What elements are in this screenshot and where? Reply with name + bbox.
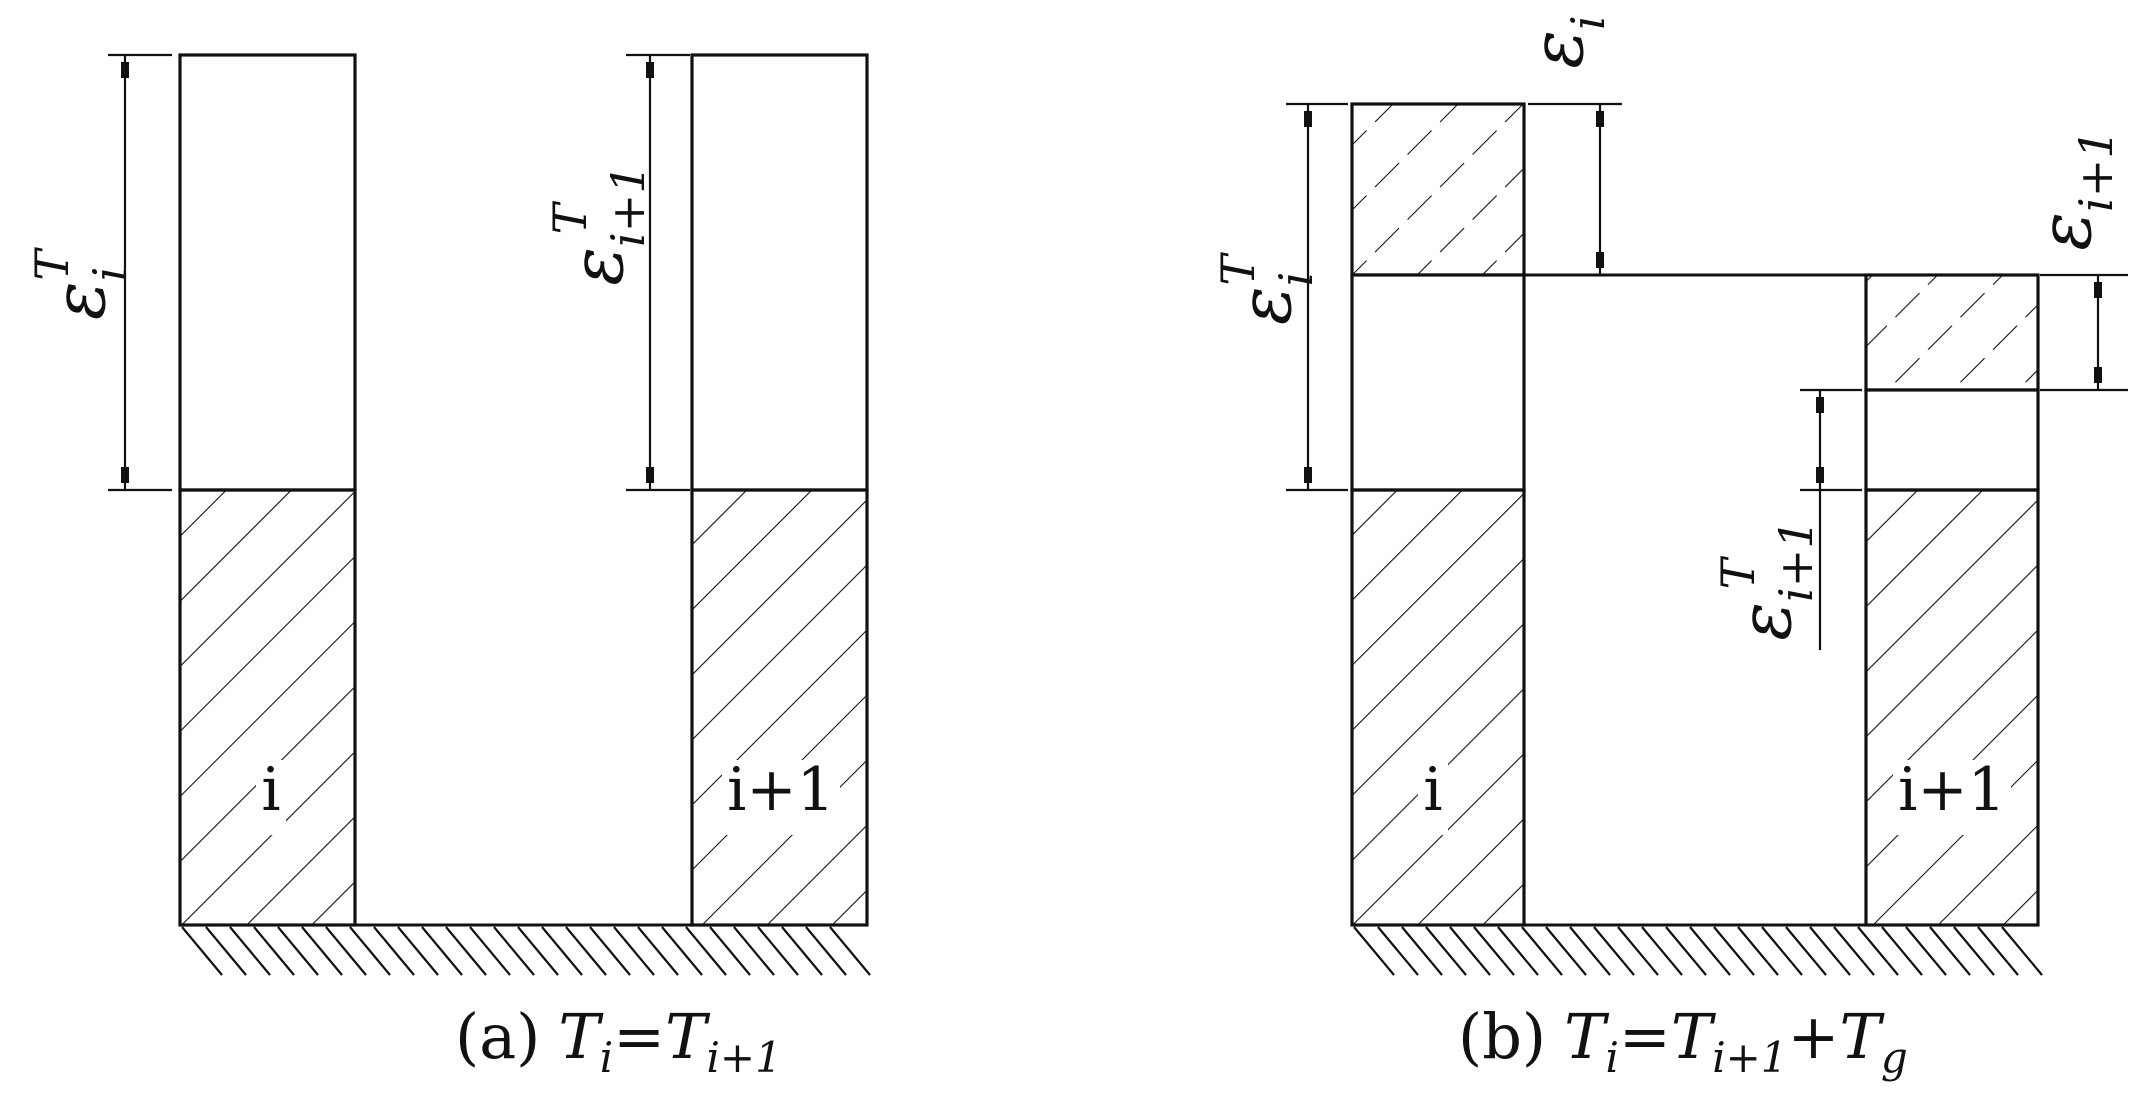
label-column-i1-a: i+1 [727,755,835,825]
ground-hatch-stroke [541,926,583,976]
ground-hatch-stroke [253,926,295,976]
ground-hatch-stroke [781,926,823,976]
ground-hatch-stroke [613,926,655,976]
ground-hatch-stroke [661,926,703,976]
dimension-right-increment-b: εi+1 [2023,129,2128,392]
svg-text:εi+1T: εi+1T [543,164,655,285]
dimension-left-total-b: εiT [1211,102,1348,492]
ground-hatch-stroke [205,926,247,976]
ground-hatch-stroke [1401,926,1443,976]
ground-hatch-stroke [1497,926,1539,976]
ground-hatch-stroke [2001,926,2043,976]
ground-hatch-stroke [1425,926,1467,976]
ground-hatch-stroke [1665,926,1707,976]
ground-hatch-stroke [1785,926,1827,976]
ground-hatch-stroke [1569,926,1611,976]
ground-hatch-stroke [1713,926,1755,976]
ground-hatch-stroke [181,926,223,976]
svg-text:εi+1: εi+1 [2023,129,2123,250]
panel-a: i i+1 εiT εi+1T [25,53,871,1082]
panel-b: i i+1 εiT εi [1211,15,2128,1082]
dimension-right-total-b: εi+1T [1711,388,1862,650]
eps-i1-T-label-b: εi+1T [1711,519,1823,640]
ground-hatch-stroke [733,926,775,976]
ground-hatch-stroke [1689,926,1731,976]
ground-hatch-stroke [1737,926,1779,976]
label-column-i-b: i [1423,755,1442,825]
svg-text:εi+1T: εi+1T [1711,519,1823,640]
eps-i1-label-b: εi+1 [2023,129,2123,250]
ground-hatch-stroke [1545,926,1587,976]
ground-hatch-stroke [277,926,319,976]
ground-hatch-stroke [565,926,607,976]
column-i1-b: i+1 [1864,273,2040,927]
ground-hatch-stroke [1521,926,1563,976]
ground-hatch-stroke [373,926,415,976]
ground-hatch-stroke [1929,926,1971,976]
ground-hatch-stroke [1833,926,1875,976]
ground-hatch-stroke [301,926,343,976]
ground-hatch-stroke [1761,926,1803,976]
svg-text:εiT: εiT [1211,252,1323,325]
ground-hatch-stroke [349,926,391,976]
ground-a [180,923,871,976]
ground-hatch-stroke [589,926,631,976]
ground-hatch-stroke [1641,926,1683,976]
dimension-right-a: εi+1T [543,53,690,492]
ground-hatch-stroke [829,926,871,976]
ground-b [1352,923,2043,976]
ground-hatch-stroke [325,926,367,976]
ground-hatch-stroke [1905,926,1947,976]
ground-hatch-stroke [397,926,439,976]
ground-hatch-stroke [1617,926,1659,976]
column-i1-a: i+1 [690,53,869,927]
eps-i1-T-label-a: εi+1T [543,164,655,285]
ground-hatch-stroke [757,926,799,976]
ground-hatch-stroke [1449,926,1491,976]
ground-hatch-stroke [493,926,535,976]
eps-i-label-b: εi [1515,15,1615,68]
svg-text:εiT: εiT [25,247,137,320]
eps-i-T-label-b: εiT [1211,252,1323,325]
svg-text:εi: εi [1515,15,1615,68]
ground-hatch-stroke [805,926,847,976]
ground-hatch-stroke [445,926,487,976]
ground-hatch-stroke [469,926,511,976]
ground-hatch-stroke [709,926,751,976]
eps-i-T-label-a: εiT [25,247,137,320]
ground-hatch-stroke [229,926,271,976]
ground-hatch-stroke [1857,926,1899,976]
ground-hatch-stroke [1809,926,1851,976]
ground-hatch-stroke [1881,926,1923,976]
ground-hatch-stroke [1977,926,2019,976]
label-column-i-a: i [261,755,280,825]
ground-hatch-stroke [517,926,559,976]
ground-hatch-stroke [1593,926,1635,976]
label-column-i1-b: i+1 [1898,755,2006,825]
caption-a: (a)Ti=Ti+1 [455,1000,782,1082]
ground-hatch-stroke [1353,926,1395,976]
ground-hatch-stroke [421,926,463,976]
column-i-b: i [1350,102,1526,927]
ground-hatch-stroke [685,926,727,976]
ground-hatch-stroke [1473,926,1515,976]
dimension-left-a: εiT [25,53,172,492]
caption-b: (b)Ti=Ti+1+Tg [1458,1000,1908,1082]
ground-hatch-stroke [1377,926,1419,976]
ground-hatch-stroke [1953,926,1995,976]
column-i-a: i [178,53,357,927]
dimension-left-increment-b: εi [1515,15,1622,275]
ground-hatch-stroke [637,926,679,976]
